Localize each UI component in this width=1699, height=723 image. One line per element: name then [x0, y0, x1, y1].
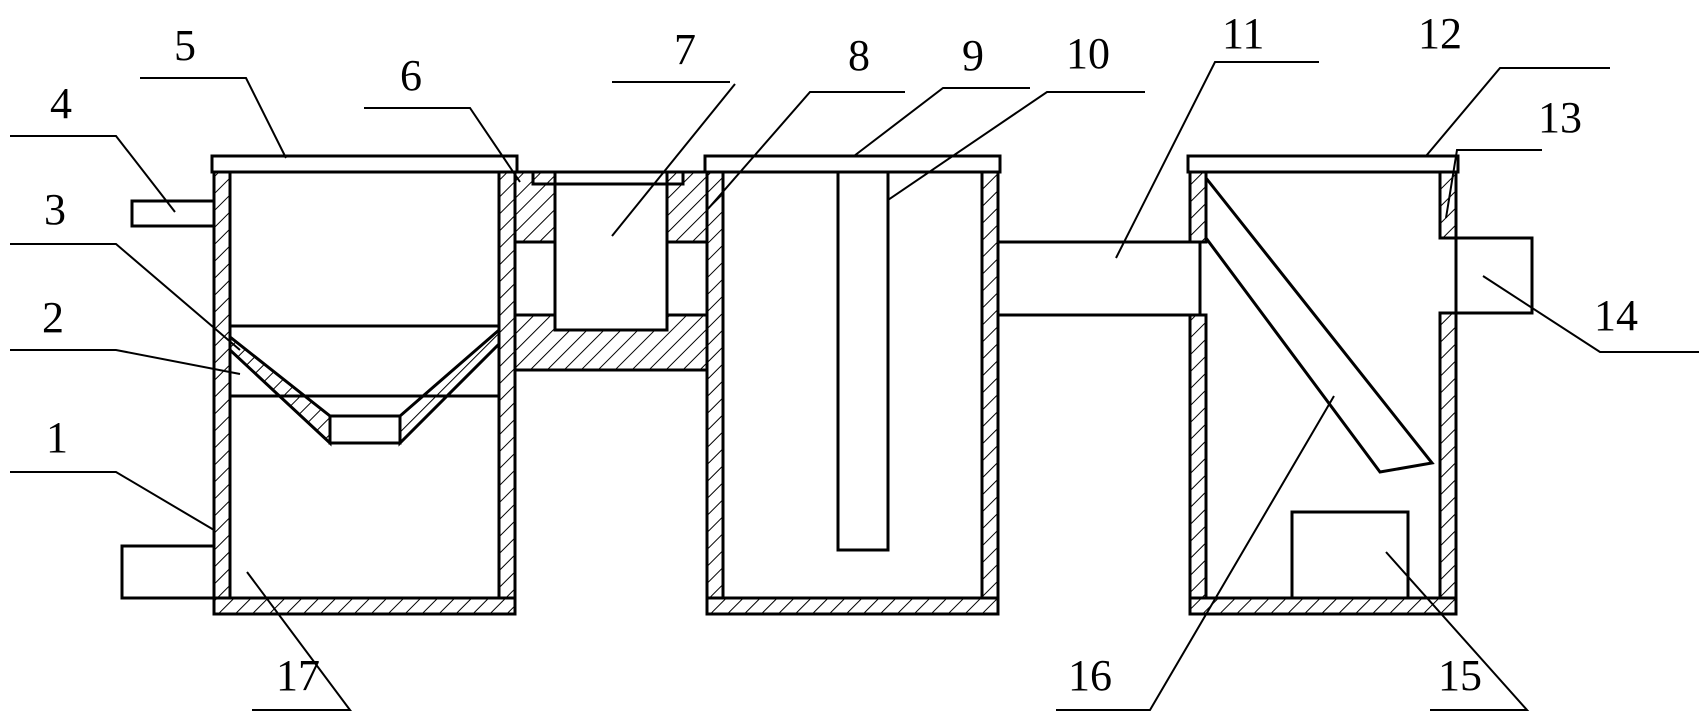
inclined-plate-16 — [1204, 173, 1435, 474]
middle-tank-lid — [703, 154, 1002, 174]
pipe-11 — [996, 240, 1202, 317]
middle-tank-floor — [705, 596, 1000, 616]
middle-tank-wall-right — [980, 170, 1000, 600]
label-15: 15 — [1438, 651, 1482, 700]
connecting-pipe-right — [665, 240, 709, 317]
leader-lines — [10, 61, 1699, 711]
inlet-pipe-4 — [130, 199, 216, 228]
connecting-pipe-left — [513, 240, 557, 317]
label-2: 2 — [42, 293, 64, 342]
left-tank-wall-right — [497, 170, 517, 600]
collector-15 — [1290, 510, 1410, 600]
label-11: 11 — [1222, 9, 1264, 58]
label-5: 5 — [174, 21, 196, 70]
hatched-block-8 — [665, 170, 709, 244]
left-tank-wall-left — [212, 170, 232, 600]
label-1: 1 — [46, 413, 68, 462]
pump-7 — [553, 182, 669, 332]
funnel-outlet — [328, 414, 402, 445]
label-4: 4 — [50, 79, 72, 128]
baffle-10 — [836, 170, 890, 552]
label-10: 10 — [1066, 29, 1110, 78]
label-8: 8 — [848, 31, 870, 80]
right-tank-floor — [1188, 596, 1458, 616]
label-17: 17 — [276, 651, 320, 700]
label-3: 3 — [44, 185, 66, 234]
label-7: 7 — [674, 25, 696, 74]
outlet-pipe-17 — [120, 544, 216, 600]
label-14: 14 — [1594, 291, 1638, 340]
left-tank — [120, 154, 519, 616]
funnel-right-plate — [398, 326, 501, 447]
left-tank-floor — [212, 596, 517, 616]
right-tank-wall-left-lower — [1188, 313, 1208, 600]
right-tank — [1186, 154, 1534, 616]
label-9: 9 — [962, 31, 984, 80]
middle-tank — [703, 154, 1002, 616]
hatched-block-6 — [513, 170, 557, 244]
right-tank-wall-left — [1188, 170, 1208, 244]
left-tank-lid — [210, 154, 519, 174]
right-tank-wall-right-lower — [1438, 311, 1458, 600]
pump-connection — [513, 170, 709, 372]
number-labels: 1 2 3 4 5 6 7 8 9 10 11 12 13 14 15 16 1… — [42, 9, 1638, 700]
middle-tank-wall-left — [705, 170, 725, 600]
label-16: 16 — [1068, 651, 1112, 700]
right-tank-lid — [1186, 154, 1460, 174]
funnel-left-plate — [228, 333, 332, 447]
label-6: 6 — [400, 51, 422, 100]
label-13: 13 — [1538, 93, 1582, 142]
label-12: 12 — [1418, 9, 1462, 58]
outlet-pipe-14 — [1454, 236, 1534, 315]
